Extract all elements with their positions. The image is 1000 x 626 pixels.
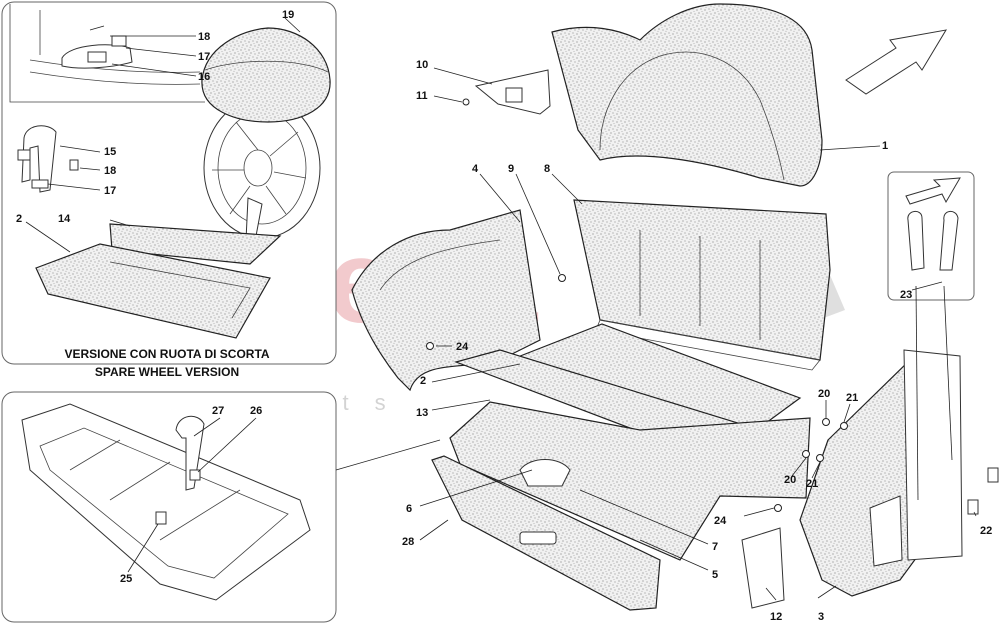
label-20-top: 20 bbox=[818, 388, 830, 400]
label-17-top: 17 bbox=[198, 51, 210, 63]
label-16: 16 bbox=[198, 71, 210, 83]
label-1: 1 bbox=[882, 140, 888, 152]
label-13: 13 bbox=[416, 407, 428, 419]
spare-wheel bbox=[201, 27, 331, 241]
label-21-bottom: 21 bbox=[806, 478, 818, 490]
label-11: 11 bbox=[416, 90, 428, 102]
side-trim-part-4 bbox=[351, 209, 541, 392]
label-19: 19 bbox=[282, 9, 294, 21]
label-24-left: 24 bbox=[456, 341, 469, 353]
latch-part-6 bbox=[519, 459, 571, 487]
bracket-inset bbox=[9, 4, 205, 103]
label-17-mid: 17 bbox=[104, 185, 116, 197]
panel-leader-lines bbox=[25, 17, 301, 253]
label-4: 4 bbox=[472, 163, 479, 175]
label-20-bottom: 20 bbox=[784, 474, 796, 486]
label-28: 28 bbox=[402, 536, 414, 548]
direction-arrow-icon bbox=[845, 29, 947, 95]
label-2-spare: 2 bbox=[16, 213, 22, 225]
label-6: 6 bbox=[406, 503, 412, 515]
label-18-top: 18 bbox=[198, 31, 210, 43]
label-21-top: 21 bbox=[846, 392, 858, 404]
label-15: 15 bbox=[104, 146, 116, 158]
mat-part-2-spare bbox=[35, 243, 271, 339]
label-9: 9 bbox=[508, 163, 514, 175]
label-18-mid: 18 bbox=[104, 165, 116, 177]
caption-english: SPARE WHEEL VERSION bbox=[95, 365, 239, 379]
label-24-right: 24 bbox=[714, 515, 727, 527]
label-2-main: 2 bbox=[420, 375, 426, 387]
label-5: 5 bbox=[712, 569, 718, 581]
label-10: 10 bbox=[416, 59, 428, 71]
flap-part-12 bbox=[741, 527, 785, 609]
floor-trim-part-28 bbox=[449, 401, 811, 561]
label-8: 8 bbox=[544, 163, 550, 175]
label-12: 12 bbox=[770, 611, 782, 623]
label-23: 23 bbox=[900, 289, 912, 301]
label-27: 27 bbox=[212, 405, 224, 417]
label-14: 14 bbox=[58, 213, 71, 225]
label-3: 3 bbox=[818, 611, 824, 623]
label-7: 7 bbox=[712, 541, 718, 553]
label-26: 26 bbox=[250, 405, 262, 417]
floor-tray bbox=[21, 403, 441, 601]
main-leader-lines bbox=[419, 67, 977, 601]
label-25: 25 bbox=[120, 573, 132, 585]
rear-wall-part-8 bbox=[573, 199, 831, 361]
caption-italian: VERSIONE CON RUOTA DI SCORTA bbox=[64, 347, 269, 361]
back-panel-part-1 bbox=[551, 3, 823, 187]
label-22: 22 bbox=[980, 525, 992, 537]
